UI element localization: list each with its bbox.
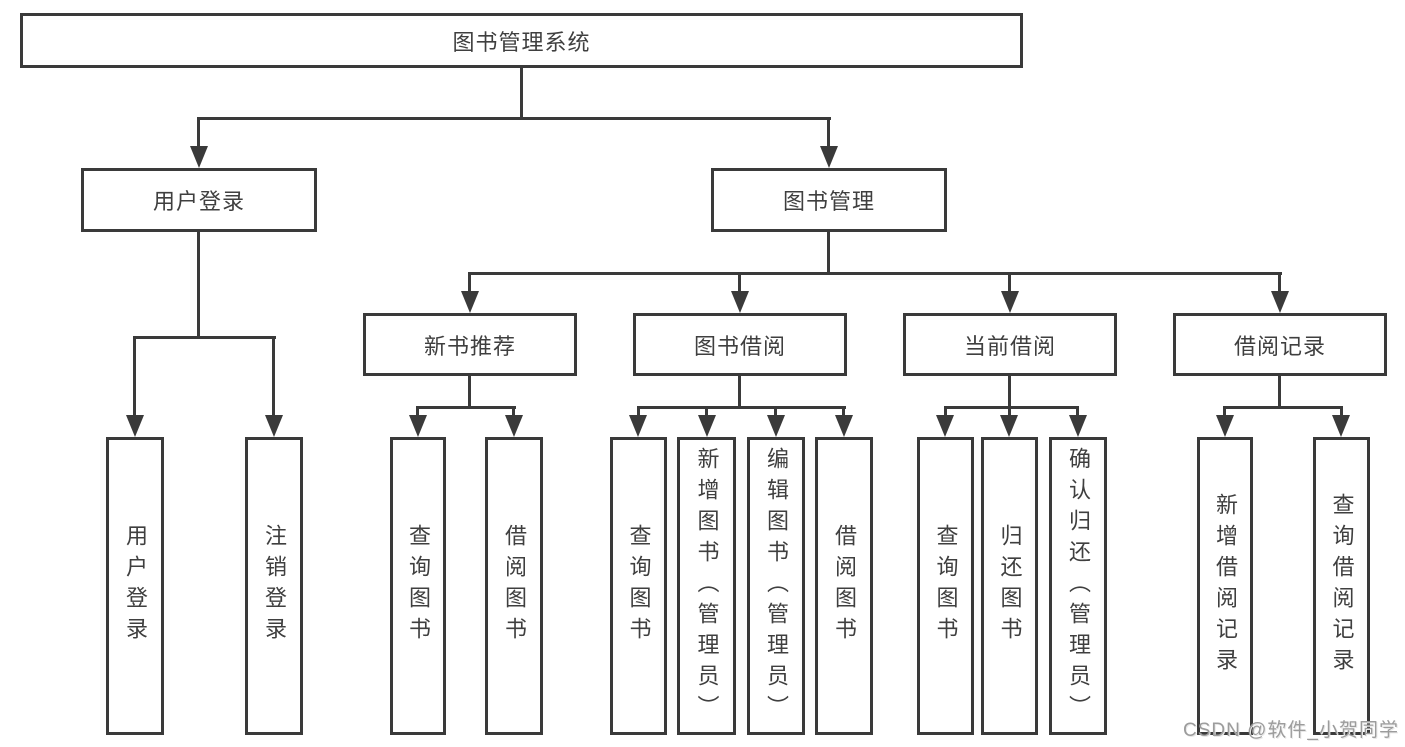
- arrow-down: [409, 415, 427, 437]
- connector-line: [1278, 272, 1281, 294]
- leaf-label: 注销登录: [262, 524, 287, 648]
- connector-line: [520, 68, 523, 120]
- connector-line: [827, 117, 830, 149]
- arrow-down: [1000, 415, 1018, 437]
- node-root-label: 图书管理系统: [452, 29, 591, 55]
- leaf-label: 用户登录: [123, 524, 148, 648]
- connector-line: [133, 336, 276, 339]
- leaf-label: 归还图书: [997, 524, 1023, 648]
- leaf-query-borrow-record: 查询借阅记录: [1313, 437, 1370, 735]
- arrow-down: [505, 415, 523, 437]
- leaf-borrow-books-2: 借阅图书: [815, 437, 873, 735]
- arrow-down: [1001, 291, 1019, 313]
- leaf-label: 确认归还（管理员）: [1066, 446, 1091, 726]
- arrow-down: [265, 415, 283, 437]
- node-label: 当前借阅: [963, 333, 1056, 359]
- arrow-down: [1216, 415, 1234, 437]
- leaf-edit-books-admin: 编辑图书（管理员）: [747, 437, 805, 735]
- connector-line: [705, 406, 708, 418]
- node-book-management: 图书管理: [711, 168, 947, 232]
- arrow-down: [835, 415, 853, 437]
- connector-line: [197, 117, 831, 120]
- leaf-logout-login: 注销登录: [245, 437, 303, 735]
- arrow-down: [461, 291, 479, 313]
- connector-line: [637, 406, 640, 418]
- connector-line: [1008, 406, 1011, 418]
- connector-line: [272, 336, 275, 418]
- connector-line: [512, 406, 515, 418]
- node-root: 图书管理系统: [20, 13, 1023, 68]
- leaf-label: 新增借阅记录: [1213, 493, 1238, 679]
- leaf-label: 查询借阅记录: [1329, 493, 1355, 679]
- leaf-add-borrow-record: 新增借阅记录: [1197, 437, 1253, 735]
- arrow-down: [1069, 415, 1087, 437]
- connector-line: [944, 406, 1079, 409]
- connector-line: [1278, 376, 1281, 408]
- leaf-query-books-2: 查询图书: [610, 437, 667, 735]
- leaf-add-books-admin: 新增图书（管理员）: [677, 437, 736, 735]
- node-book-borrow: 图书借阅: [633, 313, 847, 376]
- connector-line: [416, 406, 516, 409]
- leaf-borrow-books: 借阅图书: [485, 437, 543, 735]
- arrow-down: [698, 415, 716, 437]
- connector-line: [468, 376, 471, 408]
- leaf-label: 新增图书（管理员）: [694, 446, 720, 726]
- connector-line: [842, 406, 845, 418]
- arrow-down: [731, 291, 749, 313]
- connector-line: [416, 406, 419, 418]
- connector-line: [944, 406, 947, 418]
- node-label: 新书推荐: [423, 333, 516, 359]
- connector-line: [1223, 406, 1226, 418]
- leaf-query-books: 查询图书: [390, 437, 446, 735]
- node-label: 借阅记录: [1233, 333, 1326, 359]
- arrow-down: [190, 146, 208, 168]
- node-new-book-recommend: 新书推荐: [363, 313, 577, 376]
- node-label: 图书管理: [782, 189, 875, 214]
- connector-line: [468, 272, 1282, 275]
- leaf-label: 借阅图书: [832, 524, 857, 648]
- arrow-down: [629, 415, 647, 437]
- leaf-label: 借阅图书: [502, 524, 527, 648]
- node-borrow-records: 借阅记录: [1173, 313, 1387, 376]
- connector-line: [1076, 406, 1079, 418]
- arrow-down: [126, 415, 144, 437]
- leaf-label: 编辑图书（管理员）: [764, 446, 789, 726]
- connector-line: [197, 232, 200, 339]
- connector-line: [1223, 406, 1343, 409]
- connector-line: [1008, 272, 1011, 294]
- connector-line: [468, 272, 471, 294]
- leaf-label: 查询图书: [626, 524, 652, 648]
- connector-line: [1340, 406, 1343, 418]
- leaf-query-books-3: 查询图书: [917, 437, 974, 735]
- leaf-label: 查询图书: [933, 524, 959, 648]
- connector-line: [1008, 376, 1011, 408]
- arrow-down: [767, 415, 785, 437]
- arrow-down: [820, 146, 838, 168]
- leaf-confirm-return-admin: 确认归还（管理员）: [1049, 437, 1107, 735]
- node-label: 图书借阅: [693, 333, 786, 359]
- connector-line: [774, 406, 777, 418]
- connector-line: [637, 406, 846, 409]
- arrow-down: [1271, 291, 1289, 313]
- node-user-login: 用户登录: [81, 168, 317, 232]
- node-label: 用户登录: [152, 189, 245, 214]
- connector-line: [133, 336, 136, 418]
- leaf-label: 查询图书: [406, 524, 431, 648]
- connector-line: [738, 376, 741, 408]
- leaf-user-login: 用户登录: [106, 437, 164, 735]
- connector-line: [738, 272, 741, 294]
- arrow-down: [936, 415, 954, 437]
- arrow-down: [1332, 415, 1350, 437]
- node-current-borrow: 当前借阅: [903, 313, 1117, 376]
- connector-line: [197, 117, 200, 149]
- connector-line: [827, 232, 830, 275]
- csdn-watermark: CSDN @软件_小贺同学: [1183, 720, 1399, 741]
- leaf-return-books: 归还图书: [981, 437, 1038, 735]
